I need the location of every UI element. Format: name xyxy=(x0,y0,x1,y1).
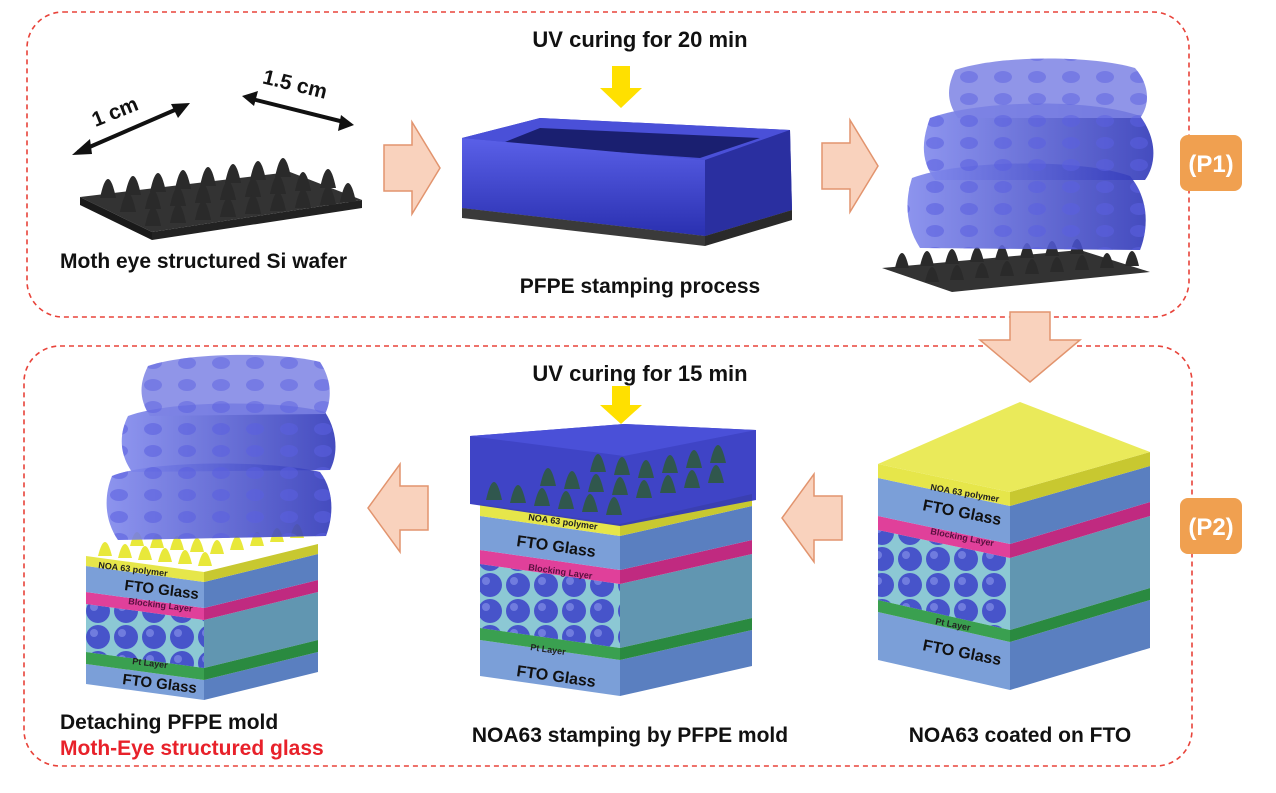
badge-p2: (P2) xyxy=(1180,498,1242,554)
caption-detaching-pfpe: Detaching PFPE mold xyxy=(60,711,278,734)
caption-moth-eye-glass: Moth-Eye structured glass xyxy=(60,737,324,760)
stack-noa63-coated xyxy=(878,402,1150,690)
badge-p1-label: (P1) xyxy=(1188,151,1233,178)
dimension-arrow-15cm xyxy=(242,91,354,131)
process-arrow-p1-2 xyxy=(821,117,879,215)
middle-pt-label: Pt Layer xyxy=(530,642,567,657)
stack-detaching-pfpe xyxy=(86,354,336,700)
caption-noa63-stamping: NOA63 stamping by PFPE mold xyxy=(472,724,788,747)
step2-caption: PFPE stamping process xyxy=(520,275,760,298)
step1-caption: Moth eye structured Si wafer xyxy=(60,250,347,273)
dimension-15cm-label: 1.5 cm xyxy=(260,66,329,104)
caption-noa63-coated: NOA63 coated on FTO xyxy=(909,724,1131,747)
process-arrow-p1-to-p2 xyxy=(977,311,1083,383)
process-arrow-p2-1 xyxy=(781,471,843,565)
uv-arrow-p1 xyxy=(600,66,642,108)
left-pt-label: Pt Layer xyxy=(132,656,169,670)
process-arrow-p1-1 xyxy=(383,119,441,217)
si-wafer-illustration xyxy=(80,158,362,240)
uv-curing-label-15min: UV curing for 15 min xyxy=(532,361,747,386)
stack-noa63-stamping xyxy=(470,424,756,696)
badge-p1: (P1) xyxy=(1180,135,1242,191)
pfpe-stamping-illustration xyxy=(462,118,792,246)
dimension-arrow-1cm xyxy=(72,103,190,155)
pfpe-mold-detaching-illustration xyxy=(882,58,1154,292)
uv-arrow-p2 xyxy=(600,386,642,424)
panel-2-frame xyxy=(23,345,1193,767)
process-arrow-p2-2 xyxy=(367,461,429,555)
uv-curing-label-20min: UV curing for 20 min xyxy=(532,27,747,52)
badge-p2-label: (P2) xyxy=(1188,514,1233,541)
